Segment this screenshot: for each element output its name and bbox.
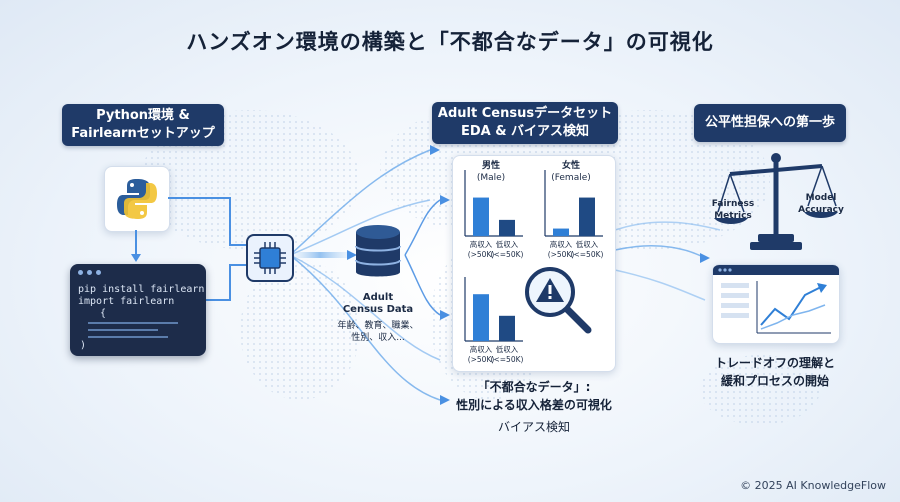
balance-scale-icon: [714, 153, 838, 250]
dataset-name-line1: Adult: [362, 292, 394, 303]
trend-chart-icon: [713, 265, 839, 334]
step3-label-text: 公平性担保への第一歩: [704, 115, 835, 130]
magnifier-warning-icon: [525, 267, 592, 334]
chart-bar: [473, 294, 489, 341]
code-brace-open: {: [100, 308, 107, 319]
flow-lines: [289, 149, 721, 401]
chart-category-label: (<=50K): [571, 250, 604, 259]
finding-line3: バイアス検知: [497, 420, 570, 434]
chart-category-label: 低収入: [496, 344, 519, 354]
step1-label: Python環境 & Fairlearnセットアップ: [62, 104, 224, 146]
arrowheads: [347, 145, 710, 405]
chart-title-line2: (Female): [551, 173, 591, 183]
scale-left-label: Fairness Metrics: [702, 198, 764, 222]
python-icon: [117, 179, 157, 219]
eda-card: 男性(Male)高収入(>50K)低収入(<=50K)女性(Female)高収入…: [452, 155, 616, 372]
finding-text: 「不都合なデータ」: 性別による収入格差の可視化 バイアス検知: [448, 378, 620, 436]
dataset-attrs-line2: 性別、収入...: [351, 333, 405, 343]
chart-category-label: (<=50K): [491, 355, 524, 364]
chart-bar: [473, 197, 489, 236]
copyright-footer: © 2025 AI KnowledgeFlow: [740, 479, 886, 492]
cpu-chip-icon: [254, 242, 286, 274]
chart-category-label: 低収入: [496, 239, 519, 249]
code-line-2: import fairlearn: [78, 296, 175, 307]
finding-line1: 「不都合なデータ」:: [477, 380, 591, 394]
chart-bar: [499, 219, 515, 236]
step2-label: Adult Censusデータセット EDA & バイアス検知: [432, 102, 618, 144]
step2-label-line1: Adult Censusデータセット: [437, 106, 613, 121]
chart-bar: [579, 197, 595, 236]
step3-caption: トレードオフの理解と 緩和プロセスの開始: [690, 354, 860, 390]
chart-bar: [499, 315, 515, 341]
step1-label-line1: Python環境 &: [96, 108, 190, 123]
step1-label-line2: Fairlearnセットアップ: [71, 126, 215, 141]
chart-category-label: (>50K): [468, 355, 495, 364]
chart-category-label: (>50K): [468, 250, 495, 259]
code-line-1: pip install fairlearn: [78, 284, 205, 295]
chart-category-label: (<=50K): [491, 250, 524, 259]
step3-caption-line1: トレードオフの理解と: [714, 356, 835, 370]
finding-line2: 性別による収入格差の可視化: [456, 398, 612, 412]
chart-category-label: 高収入: [550, 239, 573, 249]
chart-title-line1: 男性: [482, 159, 500, 171]
chart-category-label: 低収入: [576, 239, 599, 249]
dataset-name: Adult Census Data: [330, 292, 426, 316]
chart-category-label: (>50K): [548, 250, 575, 259]
step3-label: 公平性担保への第一歩: [694, 104, 846, 142]
window-dot: [87, 270, 92, 275]
terminal-dots: [78, 270, 101, 275]
database-icon: [355, 225, 401, 277]
chart-title-line1: 女性: [562, 159, 580, 171]
chart-title-line2: (Male): [477, 173, 505, 183]
chip-icon-box: [246, 234, 294, 282]
step2-label-line2: EDA & バイアス検知: [460, 124, 590, 139]
code-placeholder-lines: [88, 322, 178, 338]
scale-left-line1: Fairness: [711, 199, 755, 209]
scale-right-line2: Accuracy: [798, 205, 844, 215]
window-dot: [78, 270, 83, 275]
scale-left-line2: Metrics: [714, 211, 752, 221]
window-dot: [96, 270, 101, 275]
dataset-name-line2: Census Data: [342, 304, 414, 315]
chart-category-label: 高収入: [470, 239, 493, 249]
income-charts: 男性(Male)高収入(>50K)低収入(<=50K)女性(Female)高収入…: [464, 159, 604, 364]
page-title: ハンズオン環境の構築と「不都合なデータ」の可視化: [186, 30, 714, 54]
code-brace-close: ): [80, 340, 87, 351]
chart-category-label: 高収入: [470, 344, 493, 354]
step3-caption-line2: 緩和プロセスの開始: [720, 374, 829, 388]
scale-right-line1: Model: [805, 193, 837, 203]
chart-bar: [553, 228, 569, 236]
scale-right-label: Model Accuracy: [790, 192, 852, 216]
python-logo-card: [104, 166, 170, 232]
dataset-attrs-line1: 年齢、教育、職業、: [337, 321, 419, 331]
terminal-window: pip install fairlearn import fairlearn {…: [70, 264, 206, 356]
dataset-attributes: 年齢、教育、職業、 性別、収入...: [324, 320, 432, 344]
dashboard-window: [712, 264, 840, 344]
